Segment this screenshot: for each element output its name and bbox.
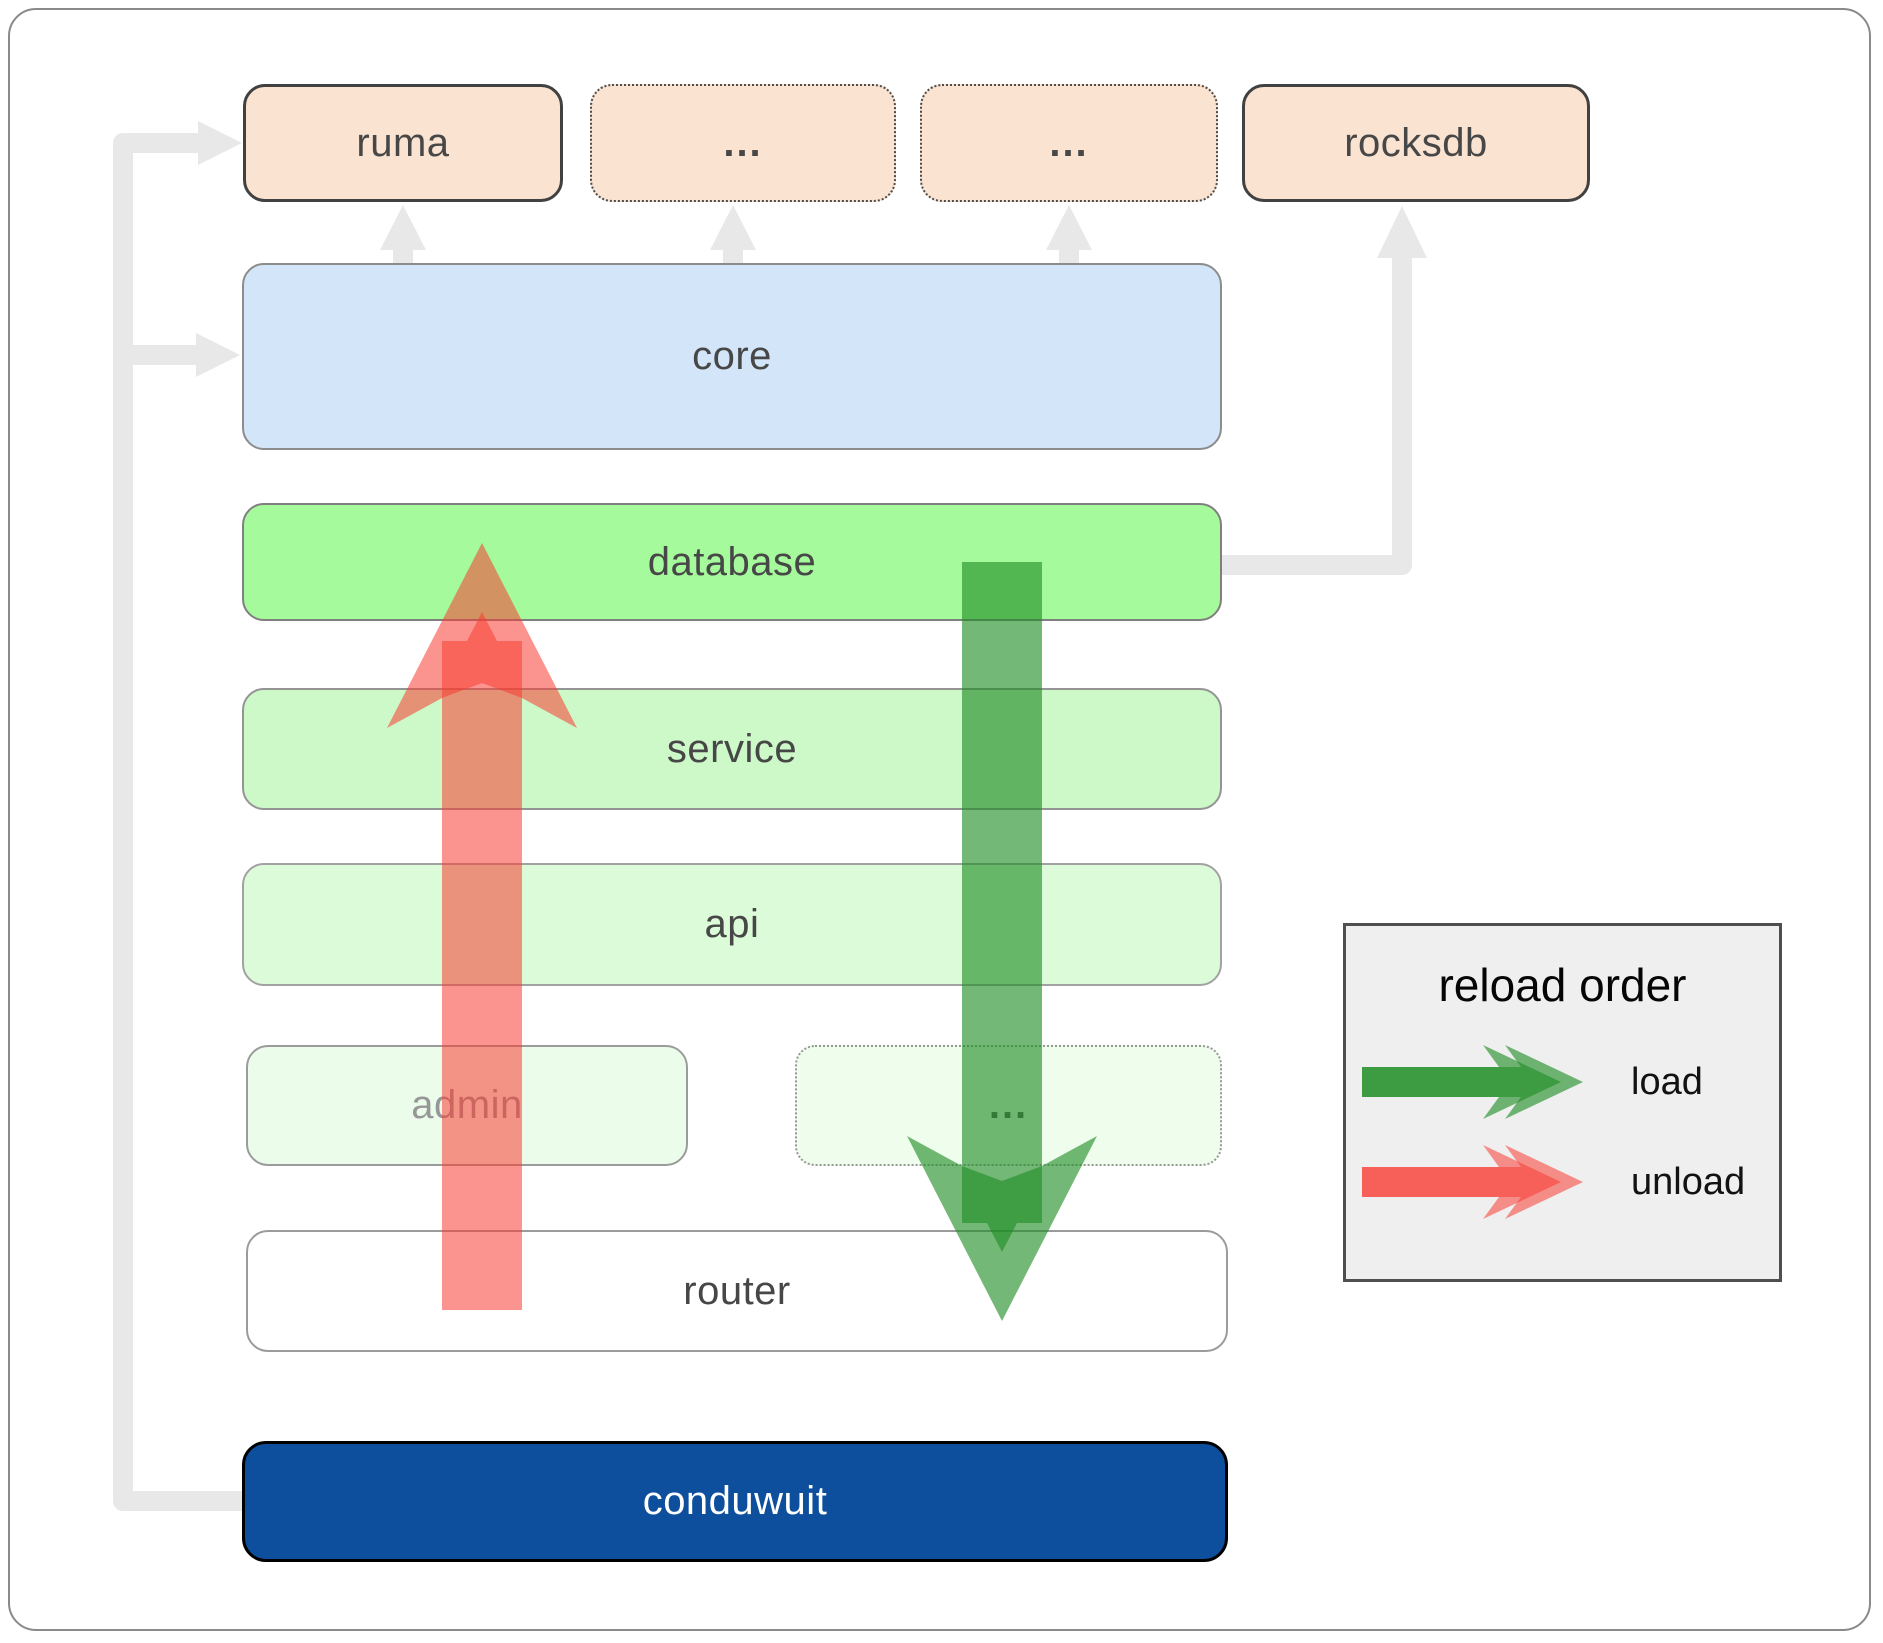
legend-load-label: load (1631, 1061, 1703, 1103)
node-rocksdb-label: rocksdb (1344, 120, 1488, 165)
node-conduwuit: conduwuit (242, 1441, 1228, 1562)
diagram-outer-border (8, 8, 1871, 1631)
node-service: service (242, 688, 1222, 810)
node-admin: admin (246, 1045, 688, 1166)
node-ruma: ruma (243, 84, 563, 202)
node-api-label: api (704, 902, 760, 946)
legend-unload-label: unload (1631, 1161, 1746, 1203)
node-ext-top-1-label: ... (723, 120, 763, 165)
node-api: api (242, 863, 1222, 986)
node-ext-admin: ... (795, 1045, 1222, 1166)
node-rocksdb: rocksdb (1242, 84, 1590, 202)
node-database-label: database (647, 539, 817, 584)
legend-title: reload order (1438, 959, 1687, 1011)
node-core-label: core (692, 334, 772, 378)
node-router-label: router (683, 1268, 791, 1313)
node-core: core (242, 263, 1222, 450)
node-ext-admin-label: ... (988, 1083, 1029, 1127)
node-service-label: service (666, 726, 798, 771)
node-database: database (242, 503, 1222, 621)
node-router: router (246, 1230, 1228, 1352)
node-ruma-label: ruma (356, 120, 450, 165)
legend: reload order load unload (1343, 923, 1782, 1282)
node-conduwuit-label: conduwuit (642, 1479, 828, 1523)
node-ext-top-2: ... (920, 84, 1218, 202)
node-ext-top-2-label: ... (1049, 120, 1089, 165)
node-ext-top-1: ... (590, 84, 896, 202)
node-admin-label: admin (411, 1083, 523, 1127)
